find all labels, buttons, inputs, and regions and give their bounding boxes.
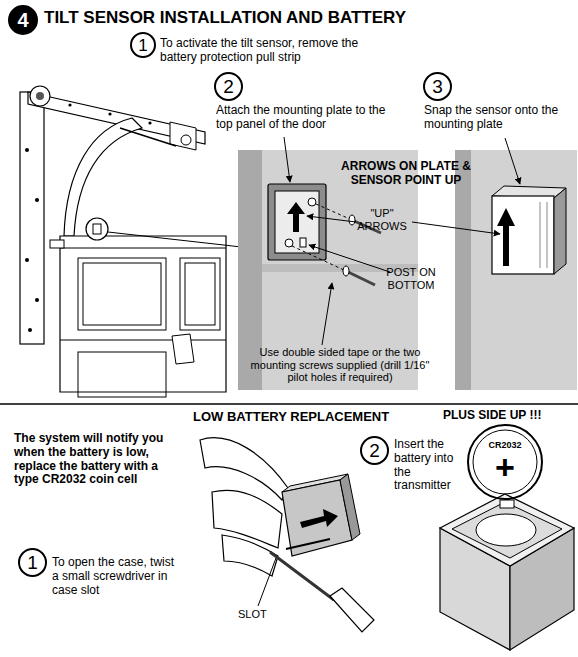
track-hole (108, 112, 111, 115)
section-heading: LOW BATTERY REPLACEMENT (193, 410, 423, 425)
direction-arrow (300, 509, 338, 528)
track-hole (148, 121, 151, 124)
title: TILT SENSOR INSTALLATION AND BATTERY (44, 9, 406, 28)
door-panel-inset (185, 263, 215, 325)
screw-head (349, 215, 355, 225)
up-arrow (287, 202, 305, 232)
notice-text: The system will notify you when the batt… (14, 432, 184, 487)
node-text: 1 (138, 37, 147, 54)
up-arrow (497, 208, 515, 266)
part-callout: POST ON BOTTOM (384, 266, 438, 291)
step-instruction: To open the case, twist a small screwdri… (52, 556, 184, 597)
panel-seam (60, 248, 226, 249)
step-number: 2 (360, 436, 389, 465)
part-callout: SLOT (238, 608, 278, 621)
leader-line (284, 137, 290, 182)
leader-line (412, 222, 500, 234)
door-panel-inset (83, 263, 161, 325)
warning-note: PLUS SIDE UP !!! (443, 409, 578, 423)
mounting-plate (268, 184, 326, 260)
tilt-sensor (492, 196, 554, 274)
garage-door (60, 236, 226, 392)
step-instruction: Insert the battery into the transmitter (394, 438, 460, 493)
door-hinge (172, 334, 194, 364)
sensor-location-circle (86, 218, 108, 240)
door-panel (78, 258, 166, 330)
node-text: 2 (369, 441, 380, 460)
battery-face (468, 425, 542, 499)
step-badge: 4 (8, 5, 38, 35)
leader-line (505, 138, 520, 184)
node-text: 4 (17, 10, 28, 30)
node-text: 1 (27, 553, 38, 572)
rail-hole (25, 258, 29, 262)
transmitter-rim (440, 494, 574, 566)
node-subtext: + (495, 450, 515, 484)
case-side (340, 474, 360, 540)
case-slot (286, 539, 330, 549)
battery-clip (500, 500, 514, 508)
panel-shadow (238, 150, 262, 390)
curved-track (64, 118, 142, 236)
track-strut (120, 128, 176, 146)
mounting-plate-face (275, 191, 319, 253)
transmitter-cavity (452, 502, 562, 558)
mounting-note: Use double sided tape or the two mountin… (250, 346, 430, 384)
pulley-hub (36, 92, 44, 100)
transmitter-case (282, 480, 352, 556)
screw-hole (308, 198, 316, 206)
step-instruction: To activate the tilt sensor, remove the … (160, 37, 395, 65)
leader-line (307, 216, 356, 222)
sensor-location (93, 224, 101, 234)
screwdriver-shaft (270, 552, 334, 600)
screwdriver-handle (330, 588, 374, 632)
rail-hole (35, 298, 39, 302)
finger (222, 535, 278, 576)
section-divider (0, 403, 578, 405)
rail-hole (35, 198, 39, 202)
coin-battery: CR2032+ (467, 424, 543, 500)
step-number: 3 (423, 72, 452, 101)
screw-head (343, 266, 349, 276)
door-panel (78, 352, 166, 397)
rail-hole (25, 148, 29, 152)
roller (181, 135, 191, 145)
battery-ring (473, 430, 537, 494)
door-jamb-rail (20, 92, 44, 344)
thumb (200, 438, 288, 500)
sensor-rib (540, 202, 541, 268)
sensor-side (554, 188, 566, 274)
screw-path (292, 246, 346, 271)
leader-line (309, 245, 390, 272)
track-hole (68, 103, 71, 106)
step-number: 2 (214, 72, 243, 101)
battery-holder (476, 514, 536, 546)
step-instruction: Attach the mounting plate to the top pan… (216, 104, 391, 132)
leader-line (322, 283, 332, 345)
step-instruction: Snap the sensor onto the mounting plate (424, 104, 574, 132)
pulley (30, 86, 50, 106)
door-panel (180, 258, 220, 330)
leader-line (258, 558, 276, 606)
step-number: 1 (130, 32, 156, 58)
mounting-post (300, 238, 306, 247)
orientation-note: ARROWS ON PLATE & SENSOR POINT UP (336, 160, 476, 188)
part-callout: "UP" ARROWS (350, 207, 414, 232)
rail-hole (28, 328, 32, 332)
screw-hole (285, 239, 293, 247)
sensor-rib (547, 202, 548, 268)
node-text: 3 (432, 77, 443, 96)
node-text: 2 (223, 77, 234, 96)
node-text: CR2032 (488, 441, 521, 450)
step-number: 1 (18, 548, 47, 577)
panel-seam (60, 340, 226, 341)
mounting-screw (346, 271, 375, 285)
door-bracket (50, 240, 64, 248)
door-panel-detail (455, 150, 577, 390)
